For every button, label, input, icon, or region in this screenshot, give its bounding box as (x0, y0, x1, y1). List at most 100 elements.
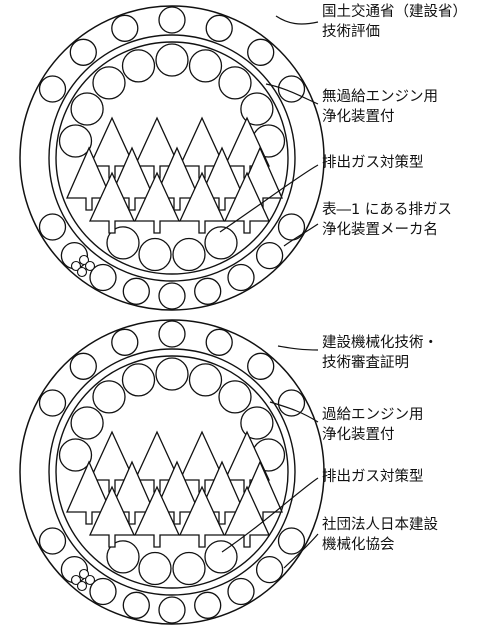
label-line: 表―1 にある排ガス (322, 202, 452, 218)
outer-coin (69, 352, 97, 380)
small-dot (84, 574, 96, 586)
outer-coin (38, 527, 67, 555)
label-line: 無過給エンジン用 (322, 89, 438, 105)
tree-icon (223, 485, 271, 548)
outer-coin (158, 320, 186, 348)
inner-coin (92, 66, 126, 100)
label-line: 技術審査証明 (322, 355, 409, 371)
tree-icon (223, 171, 271, 234)
inner-coin (240, 92, 274, 126)
inner-coin (70, 406, 104, 440)
outer-coin (89, 263, 117, 292)
inner-coin (106, 226, 140, 260)
inner-coin (218, 66, 252, 100)
outer-coin (277, 389, 306, 417)
inner-ring (48, 34, 296, 282)
outer-coin (111, 14, 139, 42)
outer-coin (38, 213, 67, 241)
leader-line (265, 83, 319, 105)
outer-coin (158, 282, 186, 310)
inner-ring (48, 348, 296, 596)
tree-icon (178, 171, 226, 234)
inner-coin (188, 49, 223, 83)
small-dot (70, 574, 82, 586)
outer-coin (247, 352, 275, 380)
inner-coin (155, 357, 189, 391)
small-dot (78, 254, 90, 266)
tree-icon (178, 485, 226, 548)
outer-coin (122, 277, 150, 305)
outer-coin (255, 241, 284, 270)
inner-coin (172, 237, 206, 272)
small-dot (76, 580, 88, 592)
tree-icon (133, 485, 181, 548)
label-line: 社団法人日本建設 (322, 517, 438, 533)
label-line: 過給エンジン用 (322, 407, 424, 423)
outer-coin (194, 277, 222, 305)
tree-icon (88, 171, 136, 234)
label-construction-tech-certification: 建設機械化技術・ 技術審査証明 (322, 333, 438, 373)
label-turbo-purifier: 過給エンジン用 浄化装置付 (322, 405, 424, 445)
inner-coin (121, 49, 156, 83)
label-naturally-aspirated-purifier: 無過給エンジン用 浄化装置付 (322, 87, 438, 127)
inner-coin (155, 43, 189, 77)
label-emission-type-bottom: 排出ガス対策型 (322, 467, 424, 487)
label-mlit-evaluation: 国土交通省（建設省） 技術評価 (322, 2, 467, 42)
inner-coin (188, 363, 223, 397)
leader-line (269, 401, 319, 423)
inner-coin (92, 380, 126, 414)
small-dot (76, 266, 88, 278)
outer-coin (194, 591, 222, 619)
outer-coin (205, 14, 233, 42)
inner-coin (204, 226, 238, 260)
outer-coin (205, 328, 233, 356)
outer-coin (89, 577, 117, 606)
small-dot (84, 260, 96, 272)
small-dot (78, 568, 90, 580)
label-line: 技術評価 (322, 24, 380, 40)
leader-line (277, 345, 319, 351)
inner-coin (172, 551, 206, 586)
leader-line (221, 477, 319, 553)
emblem-bottom (19, 319, 325, 625)
outer-coin (158, 6, 186, 34)
label-line: 国土交通省（建設省） (322, 4, 467, 20)
label-line: 排出ガス対策型 (322, 155, 424, 171)
outer-coin (38, 389, 67, 417)
label-line: 機械化協会 (322, 537, 395, 553)
inner-coin (138, 551, 172, 586)
tree-icon (133, 171, 181, 234)
outer-coin (69, 38, 97, 66)
inner-coin (121, 363, 156, 397)
label-purifier-maker: 表―1 にある排ガス 浄化装置メーカ名 (322, 200, 452, 240)
outer-coin (111, 328, 139, 356)
outer-coin (277, 213, 306, 241)
outer-coin (247, 38, 275, 66)
inner-coin (138, 237, 172, 272)
label-line: 浄化装置付 (322, 427, 395, 443)
label-emission-type-top: 排出ガス対策型 (322, 153, 424, 173)
leader-line (283, 533, 319, 569)
inner-coin (70, 92, 104, 126)
outer-coin (277, 527, 306, 555)
inner-coin (106, 540, 140, 574)
inner-coin (218, 380, 252, 414)
label-line: 建設機械化技術・ (322, 335, 438, 351)
inner-coin (58, 438, 93, 472)
leader-line (283, 223, 319, 247)
outer-coin (227, 577, 255, 606)
label-line: 浄化装置メーカ名 (322, 222, 438, 238)
outer-coin (227, 263, 255, 292)
outer-coin (38, 75, 67, 103)
outer-coin (158, 596, 186, 624)
inner-coin (58, 124, 93, 158)
inner-coin (240, 406, 274, 440)
leader-line (219, 164, 319, 233)
outer-coin (255, 555, 284, 584)
emblem-top (19, 5, 325, 311)
leader-line (275, 15, 319, 25)
small-dot (70, 260, 82, 272)
inner-coin (204, 540, 238, 574)
